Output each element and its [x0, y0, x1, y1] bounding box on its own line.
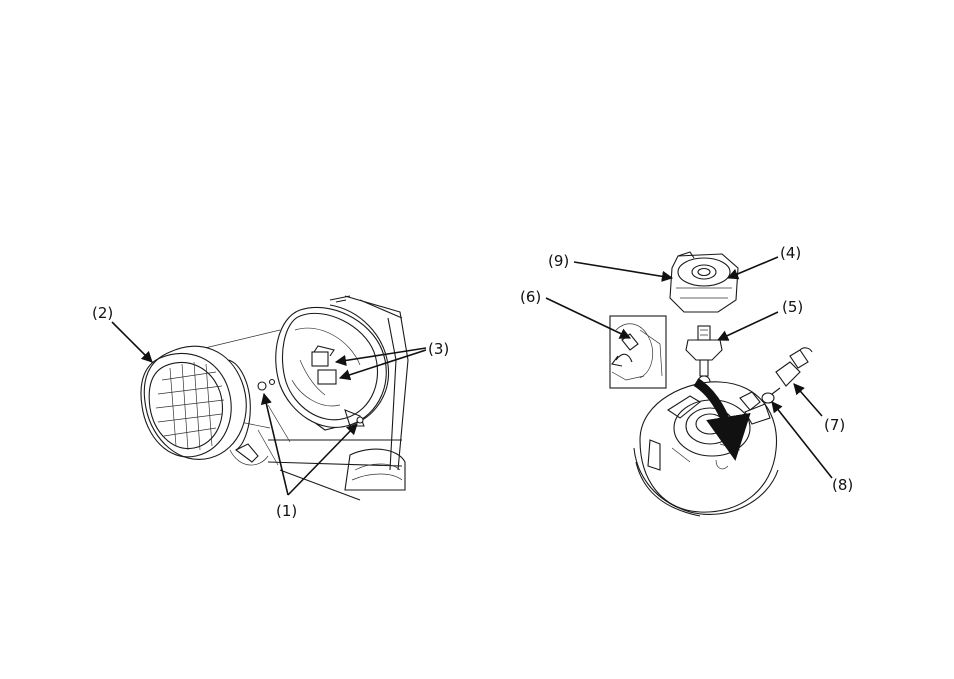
inset-detail-box — [610, 316, 666, 388]
label-2-5: (5) — [782, 298, 803, 316]
leader-line-8 — [772, 402, 832, 478]
headlight-bulb — [686, 326, 722, 388]
label-1-3: (3) — [428, 340, 449, 358]
mounting-bolt-right — [357, 417, 363, 423]
label-1-2: (2) — [92, 304, 113, 322]
label-2-8: (8) — [832, 476, 853, 494]
headlight-unit-rear — [634, 382, 778, 516]
label-2-6: (6) — [520, 288, 541, 306]
label-2-4: (4) — [780, 244, 801, 262]
connector-block-lower — [318, 370, 336, 384]
label-2-9: (9) — [548, 252, 569, 270]
mounting-bolt-left — [258, 382, 266, 390]
label-1-1: (1) — [276, 502, 297, 520]
leader-line-7 — [794, 384, 822, 416]
position-bulb-socket — [762, 348, 812, 403]
right-figure-bulb-replacement: (9) (4) (6) (5) (7) (8) — [520, 244, 853, 516]
leader-line-5 — [718, 312, 778, 340]
leader-line-1b — [288, 424, 357, 495]
headlight-lens-unit — [141, 346, 268, 465]
connector-block-upper — [312, 352, 328, 366]
leader-line-2 — [112, 322, 152, 362]
dust-cover — [670, 252, 738, 312]
leader-line-9 — [574, 262, 672, 278]
left-figure-headlight-assembly: (2) (3) (1) — [92, 296, 449, 520]
headlight-housing-shell — [258, 305, 389, 427]
label-2-7: (7) — [824, 416, 845, 434]
leader-line-1a — [264, 394, 288, 495]
